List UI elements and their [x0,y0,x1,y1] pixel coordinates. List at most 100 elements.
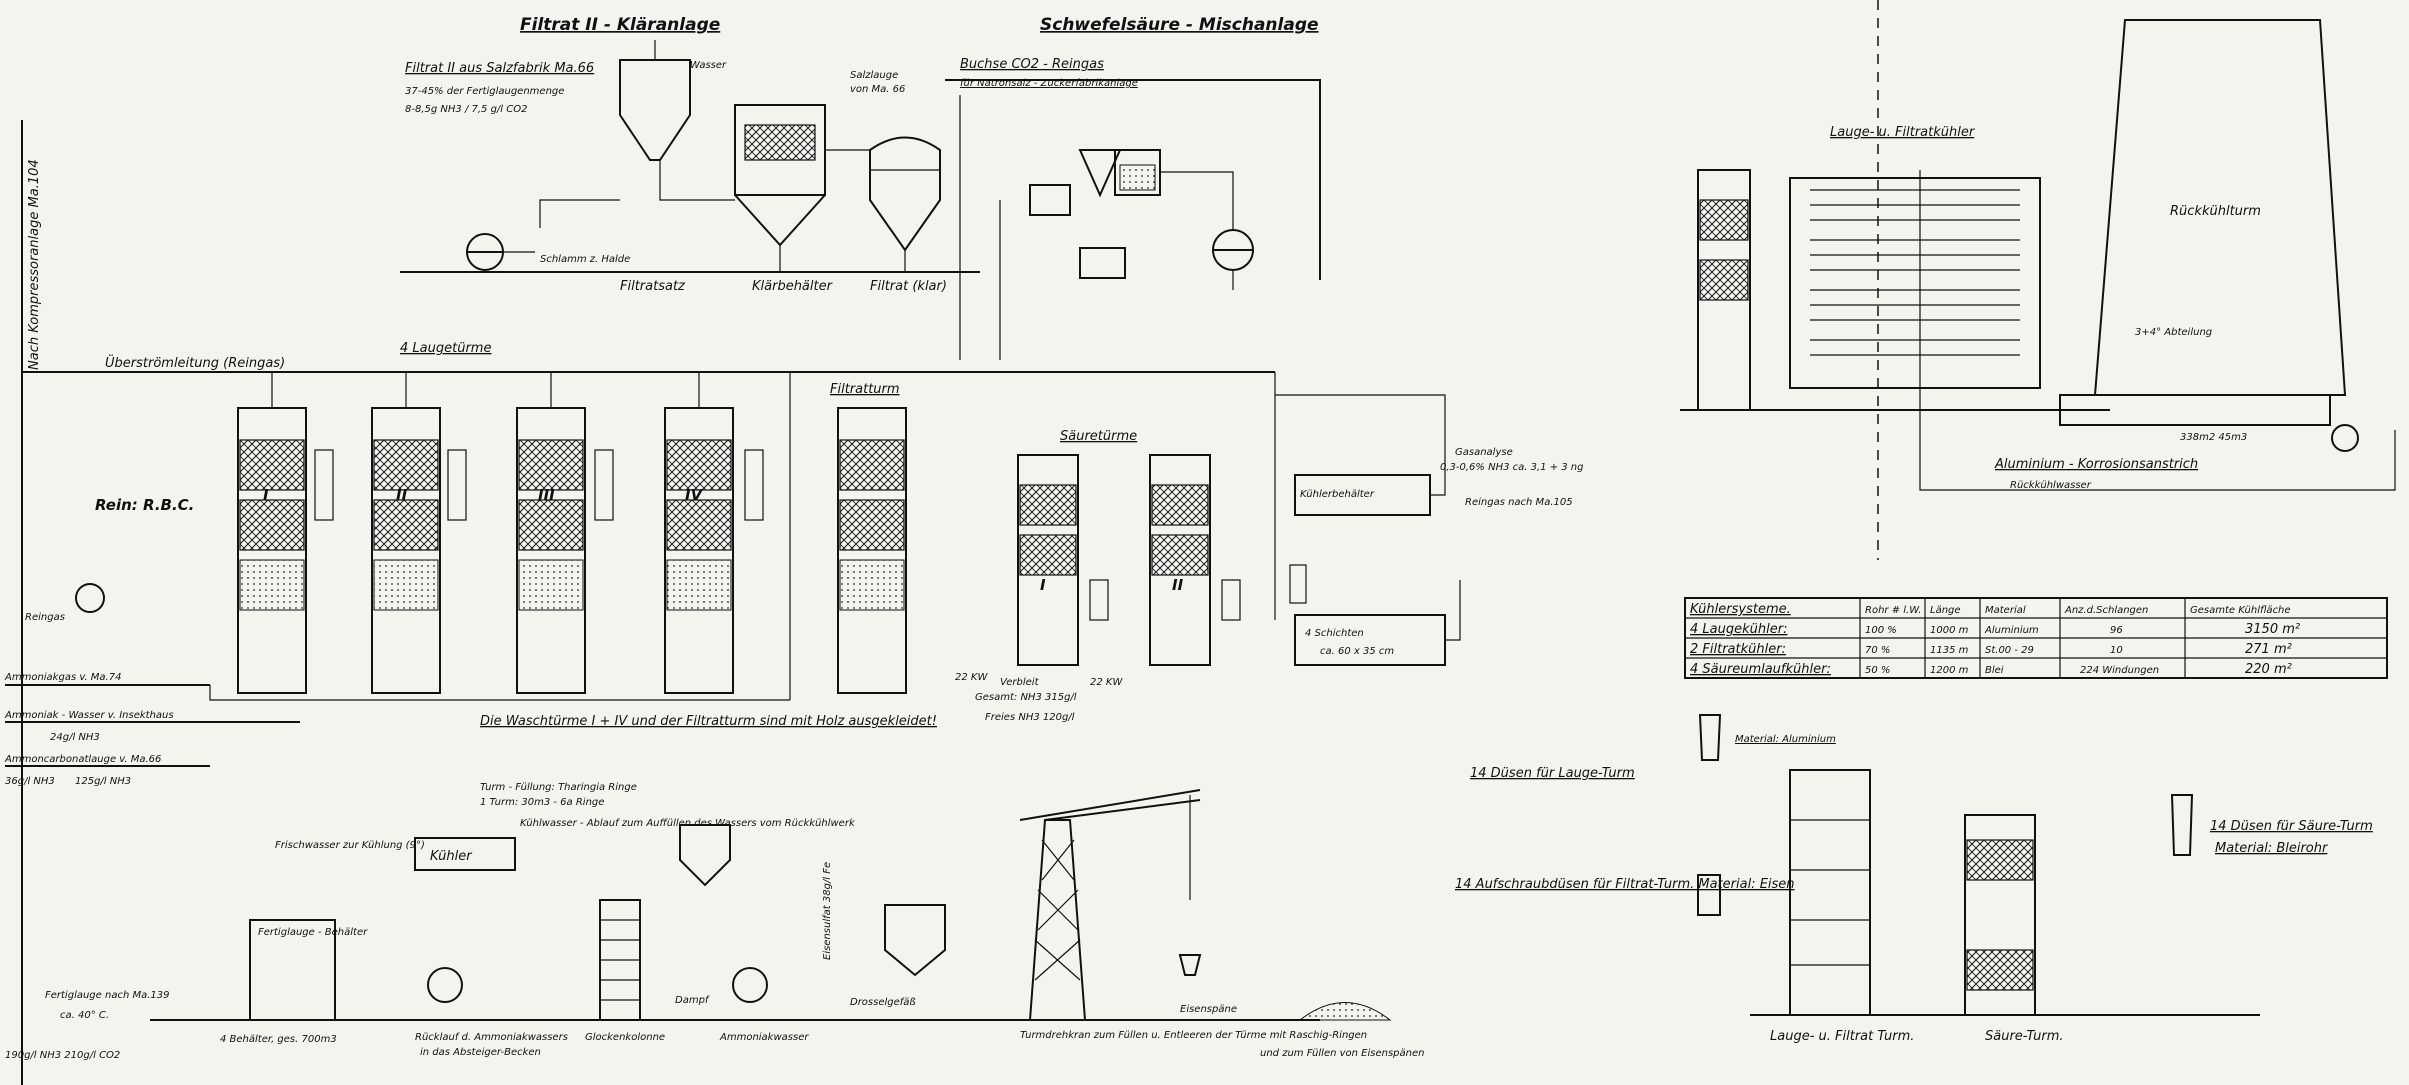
filtrat-klaeranlage: Filtrat II - Kläranlage Filtrat II aus S… [400,15,980,294]
label-ammoniakgas: Ammoniakgas v. Ma.74 [4,672,121,683]
filtrat-clear-tank [869,136,941,252]
table-cell: 220 m² [2245,662,2292,677]
label-schlamm: Schlamm z. Halde [540,254,630,265]
settling-cone-tank [619,59,691,161]
table-cell: 1000 m [1930,625,1969,636]
tower-2-label: II [396,486,408,504]
acid-tower-1-label: I [1040,576,1046,594]
label-waschtuerme: Die Waschtürme I + IV und der Filtrattur… [480,714,937,729]
label-rueckkuehl-area: 338m2 45m3 [2180,432,2247,443]
gas-blower-icon [75,583,105,613]
label-duesen-saeure: 14 Düsen für Säure-Turm [2210,819,2373,834]
label-schichten: 4 Schichten [1305,628,1364,639]
label-nh3-1: 24g/l NH3 [50,732,100,743]
label-drosselgefaess: Drosselgefäß [850,997,916,1008]
filtratturm-group: Filtratturm [830,382,907,694]
label-nh3-3: 125g/l NH3 [75,776,131,787]
laugetuerme-group: 4 Laugetürme I II III [209,341,791,701]
table-cell: 271 m² [2245,642,2292,657]
table-cell: 4 Säureumlaufkühler: [1690,662,1831,677]
label-abteilung: 3+4° Abteilung [2135,327,2212,338]
label-wasser: Wasser [690,60,727,71]
title-filtrat: Filtrat II - Kläranlage [520,15,720,35]
eisenspaene-heap [1298,1002,1392,1021]
table-cell: 50 % [1865,665,1890,676]
label-temp-40: ca. 40° C. [60,1010,109,1021]
dampf-tank [679,824,731,887]
label-reinigas: Rein: R.B.C. [95,496,194,514]
tower-3-label: III [538,486,555,504]
label-kuehlwasser: Kühlwasser - Ablauf zum Auffüllen des Wa… [520,818,856,829]
table-cell: 224 Windungen [2080,665,2159,676]
saeure-nozzle-icon [2170,794,2194,856]
cooler-coil-frame [1789,177,2041,389]
label-rueckkuehlwasser: Rückkühlwasser [2010,480,2092,491]
label-filtratsatz: Filtratsatz [620,279,686,294]
th-material: Material [1985,605,2026,616]
label-behaelter: 4 Behälter, ges. 700m3 [220,1034,337,1045]
th-laenge: Länge [1930,605,1961,616]
table-cell: St.00 - 29 [1985,645,2034,656]
kuehlersysteme-table: Kühlersysteme. Rohr # l.W. Länge Materia… [1684,597,2388,679]
label-turmdrehkran2: und zum Füllen von Eisenspänen [1260,1048,1424,1059]
tower-3: III [516,407,614,694]
title-lauge-kuehler: Lauge- u. Filtratkühler [1830,125,1976,140]
label-gasanalyse: Gasanalyse [1455,447,1513,458]
th-rohr: Rohr # l.W. [1865,605,1921,616]
lauge-filtrat-turm-small [1789,769,1871,1016]
th-gesamt: Gesamte Kühlfläche [2190,605,2291,616]
label-aufschraub: 14 Aufschraubdüsen für Filtrat-Turm. Mat… [1455,877,1795,892]
table-cell: 4 Laugekühler: [1690,622,1787,637]
rueckkuehlturm [2093,19,2347,396]
th-anz: Anz.d.Schlangen [2064,605,2148,616]
table-cell: 10 [2110,645,2123,656]
label-gas-vals: 0,3-0,6% NH3 ca. 3,1 + 3 ng [1440,462,1584,473]
label-kw-22b: 22 KW [1090,677,1123,688]
label-fertiglauge-beh: Fertiglauge - Behälter [258,927,368,938]
label-buechse: Buchse CO2 - Reingas [960,57,1104,72]
table-cell: 1200 m [1930,665,1969,676]
label-alu-anstrich: Aluminium - Korrosionsanstrich [1994,457,2198,472]
label-ueberstroem: Überströmleitung (Reingas) [105,354,285,371]
drosselgefaess [884,904,946,977]
tower-1: I [237,407,334,694]
crane-tower [1029,819,1086,1021]
title-schwefel: Schwefelsäure - Mischanlage [1040,15,1319,35]
label-freies: Freies NH3 120g/l [985,712,1075,723]
pump-2-icon [427,967,463,1003]
label-verbleit: Verbleit [1000,677,1040,688]
label-damf: Dampf [675,995,710,1006]
label-duesen-lauge: 14 Düsen für Lauge-Turm [1470,766,1635,781]
label-reingas: Reingas [25,612,65,623]
label-schichten2: ca. 60 x 35 cm [1320,646,1394,657]
acid-tower-2: II [1149,454,1241,666]
table-cell: 70 % [1865,645,1890,656]
table-cell: Blei [1985,665,2004,676]
label-ammoniakwasser: Ammoniakwasser [719,1032,809,1043]
bottom-left-equipment: Fertiglauge - Behälter 4 Behälter, ges. … [150,714,1320,1058]
table-cell: 2 Filtratkühler: [1690,642,1786,657]
saeuretuerme-group: Säuretürme I II Verbleit Gesamt: NH3 315… [955,372,1584,723]
table-cell: 100 % [1865,625,1897,636]
pump-3-icon [732,967,768,1003]
kuehler-group: Lauge- u. Filtratkühler Rückkühlturm 3+4… [1680,19,2396,491]
label-material-alu: Material: Aluminium [1735,734,1836,745]
label-nach-kompr: Nach Kompressoranlage Ma.104 [27,159,42,370]
label-nh3-2: 36g/l NH3 [5,776,55,787]
label-filtrat-klar: Filtrat (klar) [870,279,947,294]
lauge-nozzle-icon [1698,714,1722,761]
mixing-vessel [1029,184,1071,216]
tower-2: II [371,407,467,694]
label-salzlauge-from: von Ma. 66 [850,84,905,95]
label-rueckkuehlturm: Rückkühlturm [2170,204,2261,219]
label-reingas-nach: Reingas nach Ma.105 [1465,497,1573,508]
title-filtratturm: Filtratturm [830,382,900,397]
schwefelsaeure-mischanlage: Schwefelsäure - Mischanlage Buchse CO2 -… [945,15,1321,360]
acid-storage-box [1294,614,1446,666]
table-cell: 1135 m [1930,645,1969,656]
label-filtrat-sub: Filtrat II aus Salzfabrik Ma.66 [405,61,594,76]
title-laugetuerme: 4 Laugetürme [400,341,491,356]
label-eisensulfat: Eisensulfat 38g/l Fe [822,862,833,960]
tower-1-label: I [263,486,269,504]
acid-tower-1: I [1017,454,1109,666]
